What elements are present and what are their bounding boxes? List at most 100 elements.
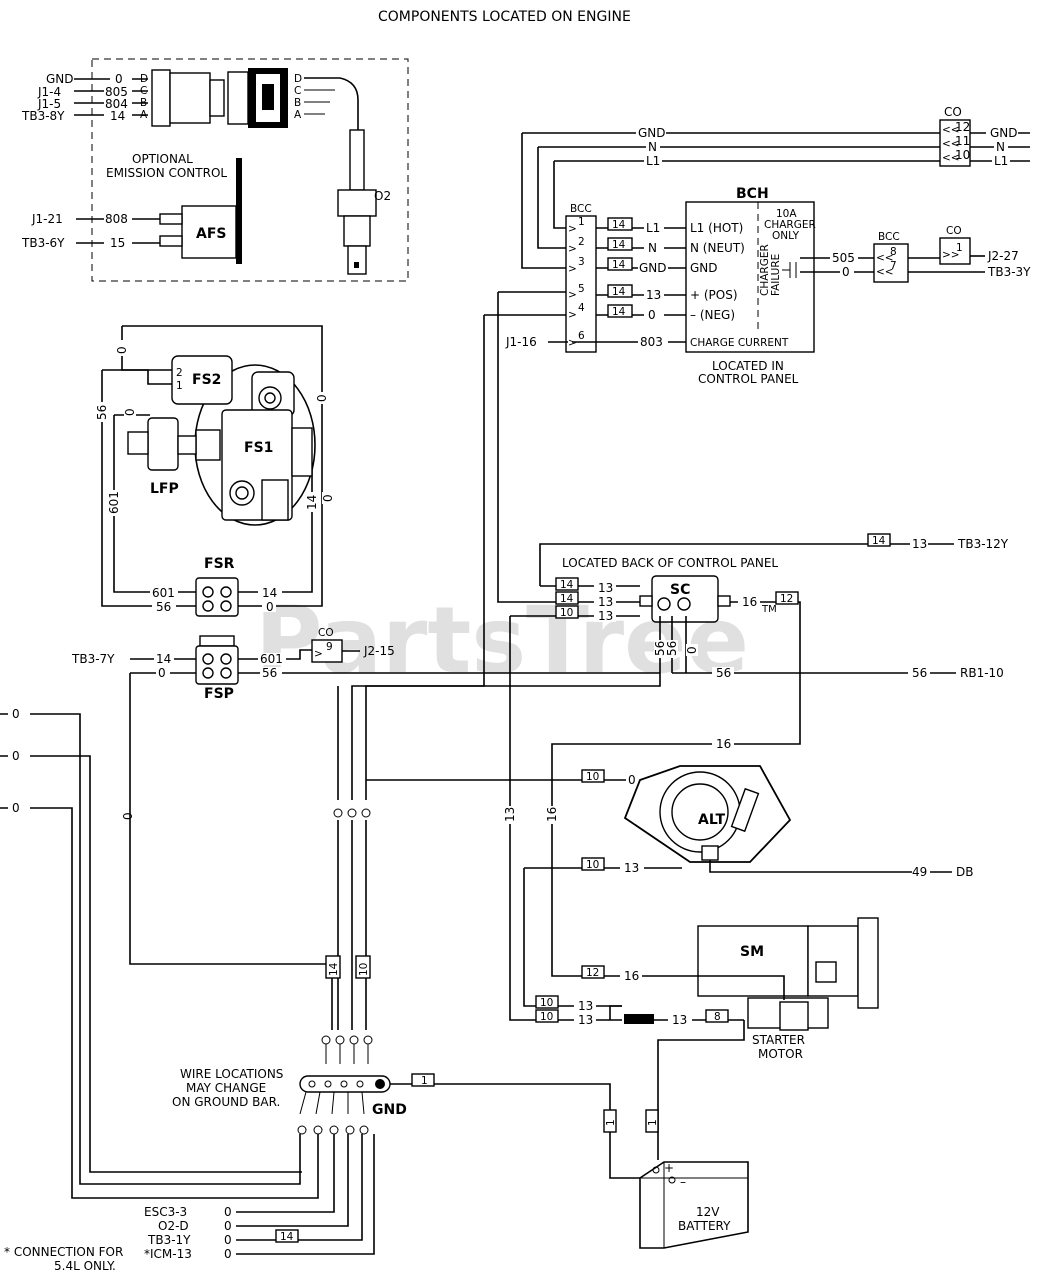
svg-text:J1-21: J1-21 — [31, 212, 63, 226]
fuel-section: 0 56 0 0 601 14 0 FS2 2 1 FS1 LFP FSR 60… — [71, 325, 660, 965]
svg-text:1: 1 — [647, 1119, 659, 1126]
svg-text:CHARGER: CHARGER — [759, 244, 771, 296]
svg-text:CHARGER: CHARGER — [764, 219, 816, 231]
svg-text:ESC3-3: ESC3-3 — [144, 1205, 187, 1219]
svg-text:0: 0 — [121, 812, 135, 820]
svg-text:56: 56 — [665, 641, 679, 656]
svg-text:0: 0 — [12, 749, 20, 763]
svg-text:803: 803 — [640, 335, 663, 349]
svg-text:0: 0 — [315, 394, 329, 402]
svg-text:>: > — [568, 337, 577, 349]
svg-text:13: 13 — [646, 288, 661, 302]
svg-text:15: 15 — [110, 236, 125, 250]
bcc-label: BCC — [570, 203, 592, 215]
svg-text:14: 14 — [280, 1231, 294, 1243]
svg-text:8: 8 — [890, 246, 897, 258]
svg-text:0: 0 — [266, 600, 274, 614]
charger-section: GND N L1 CO << << << 12 11 10 GND N L1 B… — [505, 105, 1031, 386]
svg-text:B: B — [294, 97, 301, 109]
svg-text:WIRE LOCATIONS: WIRE LOCATIONS — [180, 1067, 283, 1081]
svg-text:TB3-3Y: TB3-3Y — [987, 265, 1031, 279]
svg-text:56: 56 — [912, 666, 927, 680]
starter-motor — [697, 925, 809, 997]
svg-text:*ICM-13: *ICM-13 — [144, 1247, 192, 1261]
svg-text:>: > — [314, 648, 323, 660]
svg-text:0: 0 — [12, 707, 20, 721]
svg-text:J2-27: J2-27 — [987, 249, 1019, 263]
emission-dashed-box — [91, 58, 409, 282]
svg-text:6: 6 — [578, 330, 585, 342]
svg-text:<<: << — [942, 138, 960, 150]
svg-text:0: 0 — [158, 666, 166, 680]
svg-text:A: A — [294, 109, 302, 121]
svg-text:804: 804 — [105, 97, 128, 111]
svg-text:1: 1 — [605, 1119, 617, 1126]
co-right-connector — [939, 237, 971, 265]
fs2-label: FS2 — [192, 372, 221, 388]
svg-text:14: 14 — [612, 239, 626, 251]
svg-text:14: 14 — [560, 579, 574, 591]
sc-label: SC — [670, 582, 690, 598]
svg-text:505: 505 — [832, 251, 855, 265]
svg-text:56: 56 — [156, 600, 171, 614]
emission-section: D C B A D C B A O2 GND J1-4 J1-5 TB3-8Y … — [21, 58, 409, 282]
bch-charger — [685, 201, 815, 353]
fs1-label: FS1 — [244, 440, 273, 456]
svg-text:1: 1 — [176, 380, 183, 392]
svg-text:C: C — [294, 85, 301, 97]
bcc-right-label: BCC — [878, 231, 900, 243]
svg-text:1: 1 — [578, 216, 585, 228]
svg-text:601: 601 — [260, 652, 283, 666]
svg-text:0: 0 — [115, 346, 129, 354]
afs-sensor — [181, 205, 237, 259]
svg-text:>: > — [568, 263, 577, 275]
svg-text:14: 14 — [612, 219, 626, 231]
svg-text:0: 0 — [12, 801, 20, 815]
svg-text:L1 (HOT): L1 (HOT) — [690, 221, 743, 235]
svg-text:CONTROL PANEL: CONTROL PANEL — [698, 372, 799, 386]
bch-label: BCH — [736, 186, 769, 202]
watermark-tm: TM — [761, 604, 777, 615]
svg-text:TB3-1Y: TB3-1Y — [147, 1233, 191, 1247]
svg-text:N: N — [648, 140, 657, 154]
svg-text:GND: GND — [990, 126, 1018, 140]
svg-text:601: 601 — [107, 491, 121, 514]
svg-text:13: 13 — [912, 537, 927, 551]
svg-text:>: > — [568, 309, 577, 321]
svg-text:2: 2 — [578, 236, 585, 248]
svg-text:J1-5: J1-5 — [37, 97, 61, 111]
fsr-label: FSR — [204, 556, 235, 572]
ground-section: 0 14 10 GND WIRE LOCATIONS MAY CHANGE ON… — [0, 686, 640, 1273]
svg-text:0: 0 — [842, 265, 850, 279]
svg-text:56: 56 — [653, 641, 667, 656]
fsp-connector — [195, 645, 239, 685]
svg-text:RB1-10: RB1-10 — [960, 666, 1004, 680]
svg-text:J1-4: J1-4 — [37, 85, 61, 99]
svg-text:56: 56 — [95, 405, 109, 420]
bcc-right-connector — [873, 243, 909, 283]
starter-motor-section: SM 12 16 10 10 13 13 13 8 STARTER MOTOR — [535, 917, 879, 1160]
svg-text:10: 10 — [955, 148, 970, 162]
svg-text:13: 13 — [598, 595, 613, 609]
o2-label: O2 — [374, 189, 391, 203]
svg-text:GND: GND — [690, 261, 718, 275]
svg-text:56: 56 — [262, 666, 277, 680]
svg-text:805: 805 — [105, 85, 128, 99]
svg-text:56: 56 — [716, 666, 731, 680]
svg-text:J1-16: J1-16 — [505, 335, 537, 349]
svg-text:MOTOR: MOTOR — [758, 1047, 803, 1061]
svg-text:14: 14 — [262, 586, 277, 600]
svg-text:4: 4 — [578, 302, 585, 314]
svg-text:>: > — [568, 289, 577, 301]
svg-text:10: 10 — [586, 859, 599, 871]
svg-text:601: 601 — [152, 586, 175, 600]
svg-text:14: 14 — [612, 259, 626, 271]
fuse-link — [624, 1014, 654, 1024]
gnd-label: GND — [372, 1102, 407, 1118]
svg-text:CO: CO — [946, 225, 962, 237]
svg-text:BATTERY: BATTERY — [678, 1219, 731, 1233]
svg-text:MAY CHANGE: MAY CHANGE — [186, 1081, 266, 1095]
svg-text:14: 14 — [612, 286, 626, 298]
svg-text:ONLY: ONLY — [772, 230, 800, 242]
